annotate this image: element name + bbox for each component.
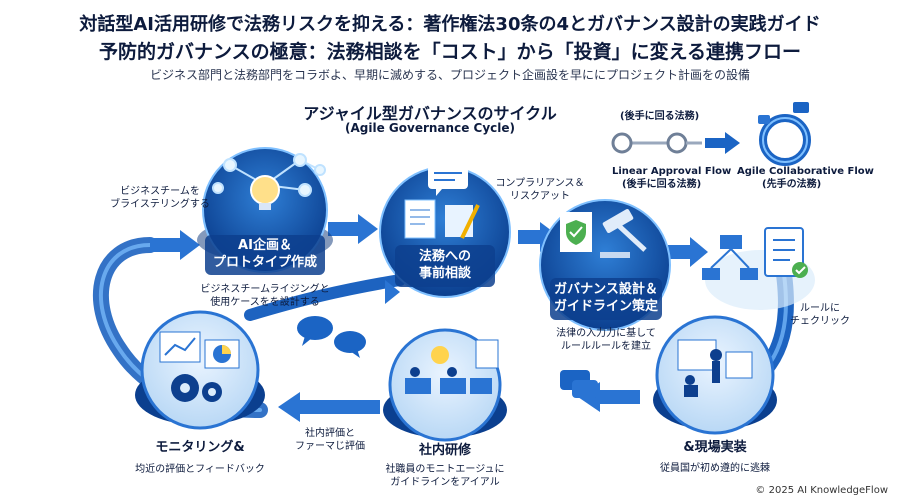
linear-flow-icon <box>611 132 702 154</box>
step-governance-line2: ガイドライン策定 <box>553 299 658 314</box>
gear-icon <box>171 374 222 402</box>
step-monitoring-desc1: 均近の評価とフィードバック <box>135 464 265 475</box>
step-training-line1: 社内研修 <box>418 443 471 458</box>
step-monitoring-line1: モニタリング& <box>155 440 245 455</box>
annotation-biz-team2: ブライステリングする <box>110 199 210 210</box>
step-legal-note1: コンプラリアンス＆ <box>495 178 585 189</box>
chart-monitor-icon <box>159 331 240 369</box>
cycle-title-en: (Agile Governance Cycle) <box>345 121 515 135</box>
document-icon <box>404 199 436 239</box>
agile-flow-label: Agile Collaborative Flow <box>737 166 874 177</box>
step-legal-line1: 法務への <box>418 249 471 264</box>
step-governance-node <box>539 199 671 331</box>
page-title: 対話型AI活用研修で法務リスクを抑える：著作権法30条の4とガバナンス設計の実践… <box>79 14 821 35</box>
step-ai-plan-line2: プロトタイプ作成 <box>212 255 317 270</box>
step-field-desc1: 従員国が初め遵的に逃棘 <box>660 463 770 474</box>
shield-document-icon <box>560 212 592 252</box>
agile-cycle-icon <box>758 102 811 166</box>
annotation-biz-team1: ビジネスチームを <box>120 186 200 197</box>
annotation-eval2: ファーマじ評価 <box>295 441 365 452</box>
step-ai-plan-line1: AI企画＆ <box>238 238 292 253</box>
step-ai-plan-node <box>197 147 333 275</box>
flowchart-checklist-icon <box>702 227 815 310</box>
page-subtitle: 予防的ガバナンスの極意：法務相談を「コスト」から「投資」に変える連携フロー <box>98 41 802 63</box>
step-governance-line1: ガバナンス設計＆ <box>554 282 658 297</box>
agile-flow-sub: (先手の法務) <box>762 179 822 190</box>
step-monitoring-node <box>135 310 265 430</box>
linear-flow-label: Linear Approval Flow <box>612 166 732 177</box>
step-training-node <box>383 328 507 442</box>
step-legal-line2: 事前相談 <box>418 266 471 281</box>
speech-bubble-icon <box>297 316 598 398</box>
linear-flow-sub: (後手に回る法務) <box>622 179 702 190</box>
step-ai-plan-desc1: ビジネスチームライジングと <box>200 284 330 295</box>
copyright: © 2025 AI KnowledgeFlow <box>755 485 888 496</box>
training-people-icon <box>405 339 499 394</box>
comparison-top-label: (後手に回る法務) <box>620 111 700 122</box>
step-governance-desc2: ルールルールを建立 <box>561 341 651 352</box>
annotation-rule2: チェクリック <box>790 316 850 327</box>
step-governance-desc1: 法律の入力力に基して <box>556 328 656 339</box>
pen-hand-icon <box>445 204 480 239</box>
gavel-icon <box>600 209 647 258</box>
annotation-eval1: 社内評価と <box>305 428 355 439</box>
step-legal-note2: リスクアット <box>510 191 570 202</box>
step-training-desc1: 社職員のモニトエージュに <box>385 464 505 475</box>
annotation-rule1: ルールに <box>800 303 840 314</box>
step-field-line1: &現場実装 <box>683 440 747 455</box>
page-tagline: ビジネス部門と法務部門をコラボよ、早期に滅めする、プロジェクト企画設を早ににプロ… <box>149 68 750 82</box>
lightbulb-icon <box>250 175 280 210</box>
chat-bubble-icon <box>428 165 468 196</box>
step-legal-node <box>379 165 511 298</box>
step-ai-plan-desc2: 使用ケースをを設計する <box>210 297 320 308</box>
step-training-desc2: ガイドラインをアイアル <box>390 477 500 488</box>
presentation-icon <box>677 339 753 397</box>
arrow-right-icon <box>705 132 740 154</box>
step-field-node <box>653 315 777 435</box>
cycle-title: アジャイル型ガバナンスのサイクル <box>303 104 557 123</box>
